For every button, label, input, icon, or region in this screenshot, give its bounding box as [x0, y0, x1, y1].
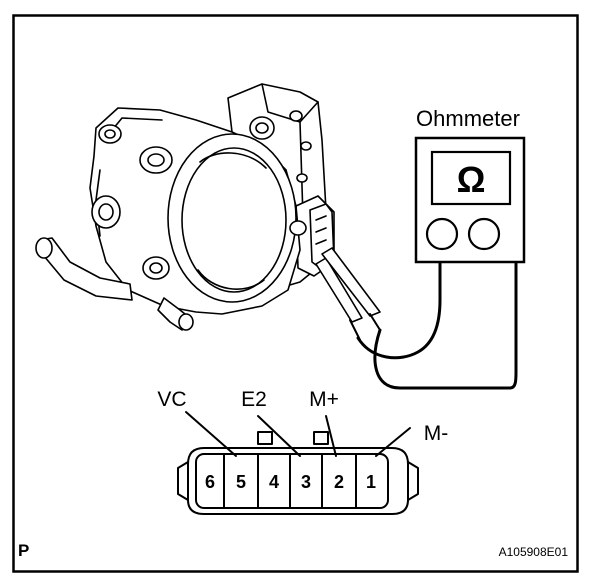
pin-label: 2	[334, 472, 344, 492]
pin-label: 3	[301, 472, 311, 492]
callout-vc: VC	[157, 388, 186, 411]
pin-label: 1	[366, 472, 376, 492]
connector-face	[177, 431, 419, 515]
ohmmeter: Ω	[414, 136, 526, 264]
figure-frame	[12, 14, 579, 573]
test-leads	[315, 247, 518, 390]
connector-pin-labels: 6 5 4 3 2 1	[205, 472, 376, 492]
pin-label: 4	[269, 472, 279, 492]
figure-id: A105908E01	[499, 545, 569, 559]
ohmmeter-jack-ohm	[467, 217, 501, 251]
callout-leaders	[185, 411, 411, 457]
pin-label: 5	[236, 472, 246, 492]
callout-m-minus: M-	[424, 422, 449, 445]
ohm-symbol: Ω	[457, 159, 486, 200]
corner-mark: P	[18, 541, 29, 560]
callout-m-plus: M+	[309, 388, 339, 411]
ohmmeter-display	[430, 150, 512, 206]
callout-e2: E2	[241, 388, 267, 411]
ohmmeter-title: Ohmmeter	[416, 106, 520, 131]
ohmmeter-jack-com	[425, 217, 459, 251]
pin-label: 6	[205, 472, 215, 492]
throttle-body-illustration	[35, 83, 335, 331]
connector-callouts: VC E2 M+ M-	[157, 388, 448, 445]
